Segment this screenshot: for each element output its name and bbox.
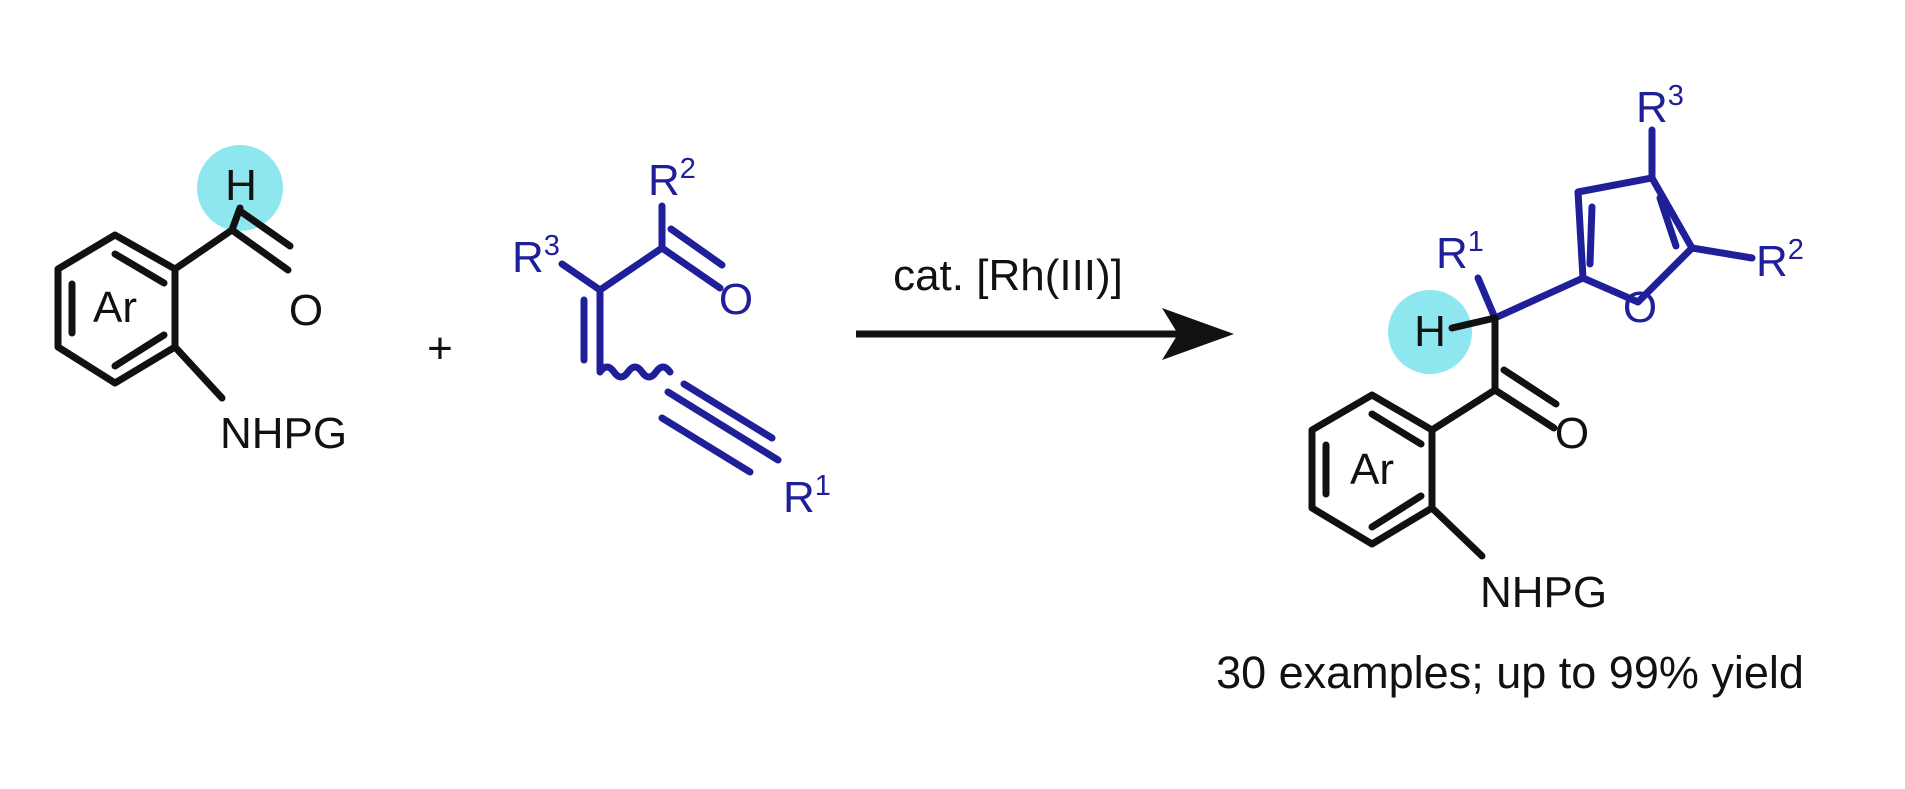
product-ring-inner-bond: [1368, 492, 1425, 531]
ring-to-carbonyl-bond: [171, 226, 236, 273]
alpha-h-label: H: [1414, 307, 1446, 356]
furan-o-label: O: [1623, 283, 1657, 332]
enynone-r1-label: R1: [783, 470, 831, 522]
ring-to-carbonyl-bond: [1428, 386, 1499, 434]
enynone-co-bond: [658, 244, 724, 292]
product: R3 R2 R1 O H O Ar NHPG: [1308, 80, 1804, 617]
enynone-r3-label: R3: [512, 230, 560, 282]
product-r2-label: R2: [1756, 234, 1804, 286]
ch-to-furan-bond: [1491, 274, 1587, 322]
ring-to-amine-bond: [171, 343, 226, 402]
product-r1-label: R1: [1436, 226, 1484, 278]
product-amine-label: NHPG: [1480, 568, 1607, 617]
ketone-co-bond: [1491, 386, 1558, 432]
aryl-ring-label: Ar: [93, 283, 137, 332]
enynone-co-double-bond: [667, 225, 726, 269]
alkyne-bond-upper: [680, 380, 776, 442]
result-summary: 30 examples; up to 99% yield: [1216, 647, 1804, 698]
ch-to-r1-bond: [1474, 274, 1499, 322]
ketone-co-double-bond: [1500, 366, 1560, 408]
product-ring-inner-bond: [1368, 410, 1425, 448]
aldehyde-h-label: H: [225, 161, 257, 210]
alkyne-bond: [664, 388, 782, 464]
arrow-head: [1162, 308, 1234, 360]
aldehyde-o-label: O: [289, 286, 323, 335]
enynone-r2-label: R2: [648, 153, 696, 205]
alkene-to-carbonyl-bond: [596, 244, 666, 294]
aldehyde-h-highlight: [197, 145, 283, 231]
alkyne-bond-lower: [658, 414, 754, 476]
reactant-aldehyde: Ar H O NHPG: [54, 145, 347, 458]
aldehyde-co-double-bond: [236, 207, 294, 250]
aryl-ring-inner-bond: [111, 250, 168, 287]
aldehyde-co-bond: [228, 226, 292, 274]
ring-to-amine-bond: [1428, 504, 1486, 560]
furan-to-r2-bond: [1688, 244, 1756, 262]
aryl-ring-inner-bond: [111, 331, 168, 370]
r3-to-alkene-bond: [558, 260, 604, 294]
furan-inner-bond: [1656, 194, 1680, 250]
reaction-arrow: cat. [Rh(III)]: [856, 251, 1234, 360]
amine-label: NHPG: [220, 409, 347, 458]
wavy-bond: [596, 363, 674, 381]
ketone-o-label: O: [1555, 409, 1589, 458]
plus-sign: +: [427, 324, 453, 373]
reaction-condition: cat. [Rh(III)]: [893, 251, 1123, 300]
furan-inner-bond: [1586, 203, 1596, 268]
product-ring-label: Ar: [1350, 445, 1394, 494]
alpha-ch-bond: [1448, 314, 1499, 332]
enynone-o-label: O: [719, 275, 753, 324]
product-r3-label: R3: [1636, 80, 1684, 132]
alpha-h-highlight: [1388, 290, 1472, 374]
furan-ring: [1574, 174, 1696, 306]
reactant-enynone: R2 R3 O R1: [512, 153, 831, 522]
